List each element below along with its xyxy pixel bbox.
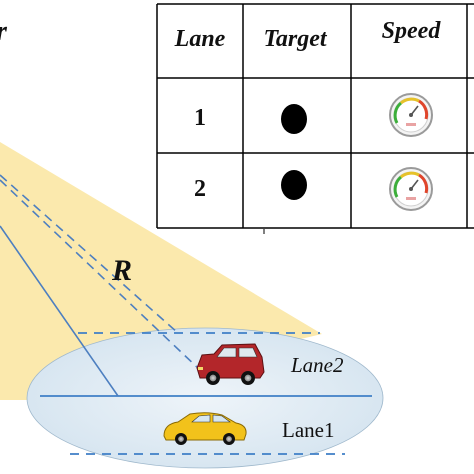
row1-lane: 1 — [194, 105, 206, 131]
row1-target-dot — [281, 104, 307, 134]
lane2-label: Lane2 — [290, 353, 344, 377]
lane-target-table: Lane Target Speed 1 2 — [156, 3, 474, 234]
suv-vehicle — [196, 343, 265, 385]
header-lane: Lane — [174, 26, 226, 52]
speedometer-icon — [389, 93, 433, 137]
range-label: R — [111, 254, 132, 287]
beam-line-upper — [0, 179, 201, 371]
header-target: Target — [263, 26, 327, 52]
beam-line-center — [0, 174, 179, 334]
beam-line-solid — [0, 225, 119, 397]
lane1-label: Lane1 — [282, 418, 334, 442]
header-speed: Speed — [382, 18, 442, 44]
row2-lane: 2 — [194, 176, 206, 202]
detection-zone — [26, 327, 384, 469]
corner-label-fragment: r — [0, 16, 8, 47]
row2-target-dot — [281, 170, 307, 200]
speedometer-icon — [389, 167, 433, 211]
sedan-vehicle — [163, 412, 247, 445]
